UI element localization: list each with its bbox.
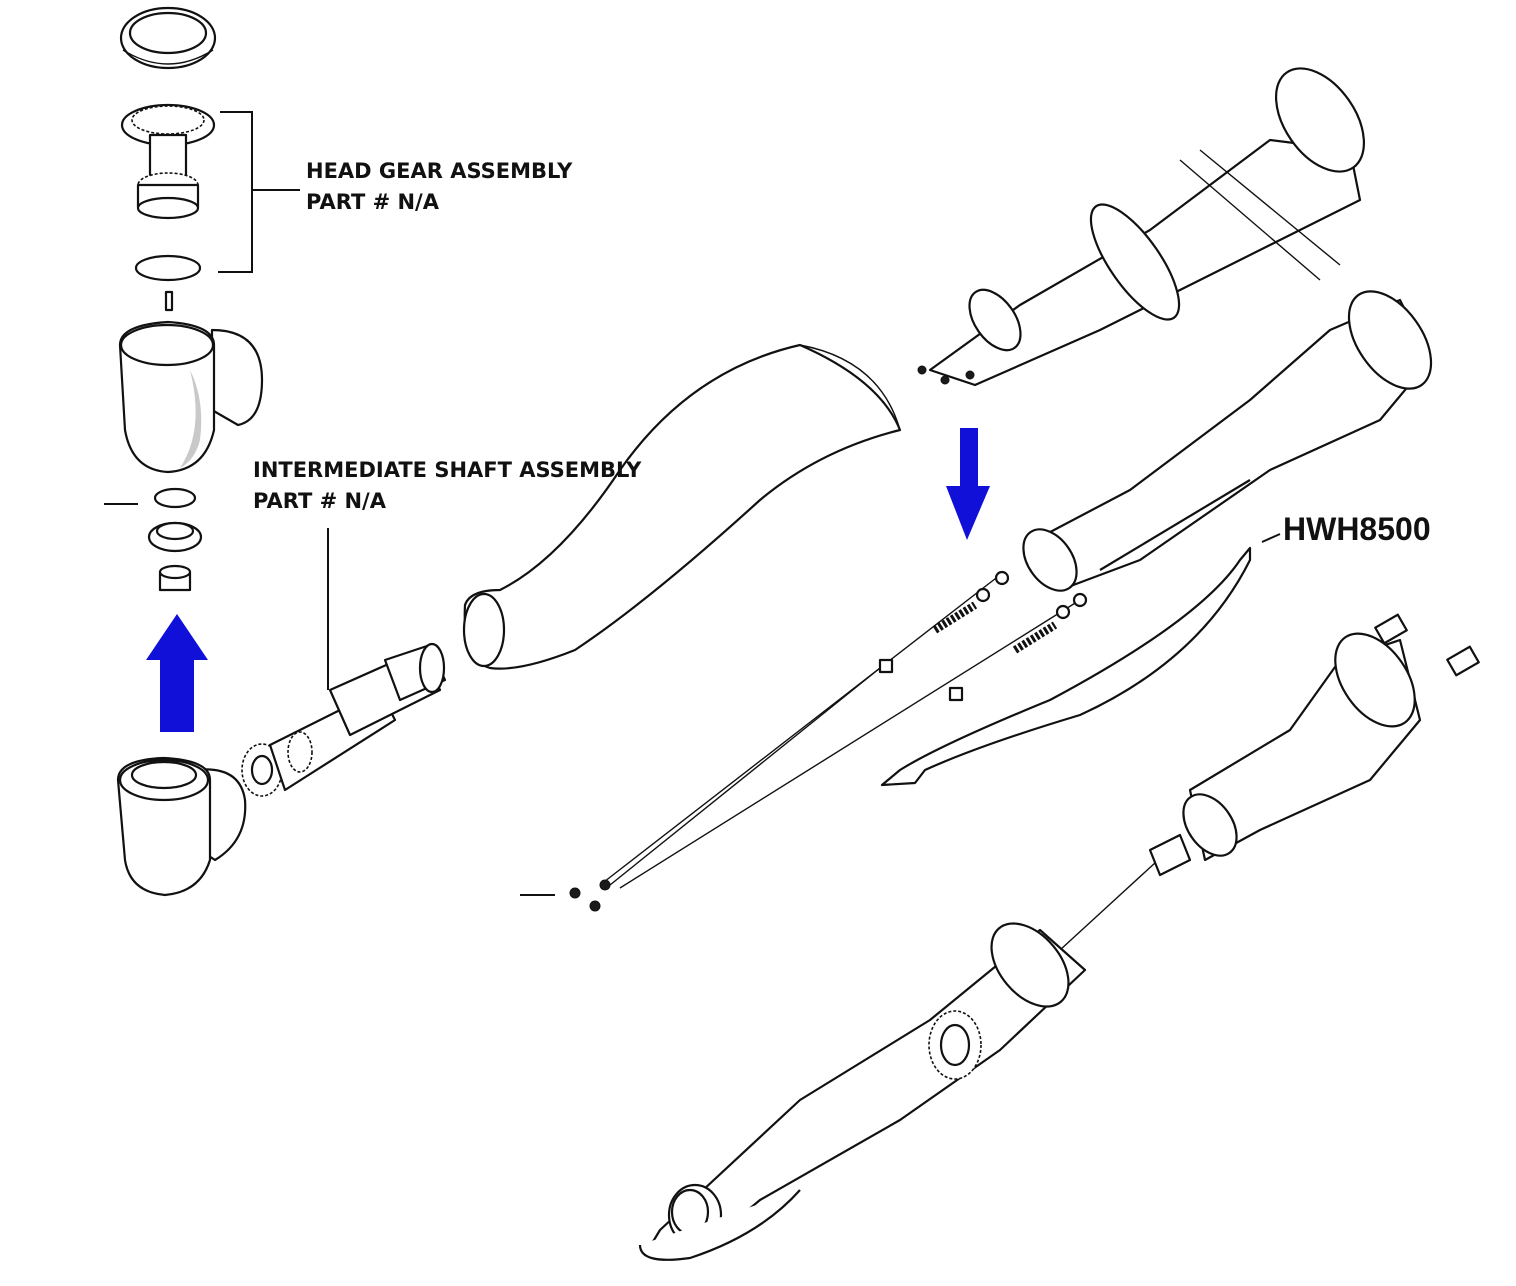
latch-rod xyxy=(880,546,1252,787)
head-gear-assembly xyxy=(120,103,216,312)
intermediate-shaft-part-number: PART # N/A xyxy=(253,489,386,513)
head-housing xyxy=(118,320,264,474)
upper-body-exploded xyxy=(917,67,1366,387)
model-leader xyxy=(1261,533,1281,543)
model-number-label: HWH8500 xyxy=(1283,511,1431,547)
bearing-rings xyxy=(104,487,203,592)
outer-sleeve xyxy=(462,343,902,670)
intermediate-shaft-title: INTERMEDIATE SHAFT ASSEMBLY xyxy=(253,458,642,482)
lower-body xyxy=(1059,613,1480,951)
assembled-head xyxy=(116,756,247,897)
arrow-down-icon xyxy=(946,428,990,540)
head-gear-bracket xyxy=(218,111,300,273)
push-rods xyxy=(520,570,1088,912)
intermediate-shaft-assembly xyxy=(241,528,447,797)
head-gear-title: HEAD GEAR ASSEMBLY xyxy=(306,159,573,183)
middle-body xyxy=(1022,290,1433,592)
head-gear-part-number: PART # N/A xyxy=(306,190,439,214)
arrow-up-icon xyxy=(146,614,208,732)
lower-assembly xyxy=(638,922,1087,1261)
intermediate-shaft-label: INTERMEDIATE SHAFT ASSEMBLY PART # N/A xyxy=(253,455,641,517)
head-gear-assembly-label: HEAD GEAR ASSEMBLY PART # N/A xyxy=(306,156,572,218)
head-cap xyxy=(119,6,217,70)
